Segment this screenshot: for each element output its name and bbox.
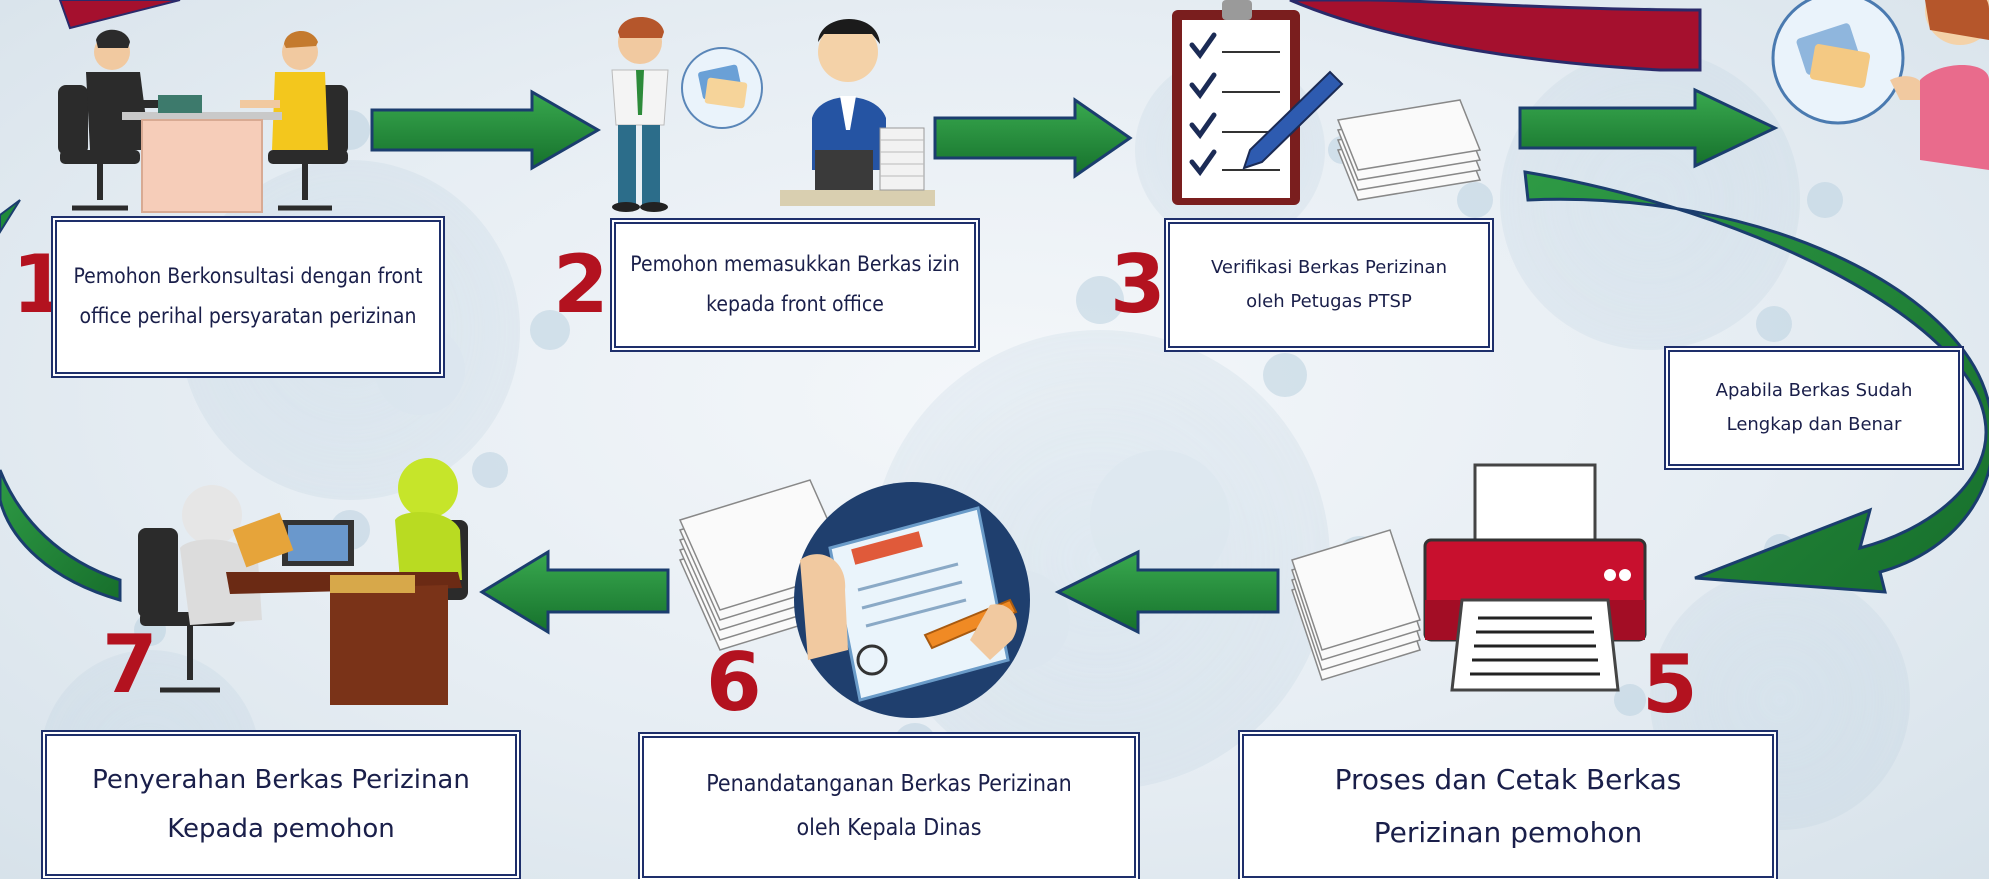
step-5-line2: Perizinan pemohon xyxy=(1373,816,1643,849)
step-3-box: Verifikasi Berkas Perizinan oleh Petugas… xyxy=(1168,222,1490,348)
step-number-3: 3 xyxy=(1110,238,1166,331)
step-number-7: 7 xyxy=(102,618,158,711)
checklist-clipboard-icon xyxy=(1172,0,1482,205)
step-3-line2: oleh Petugas PTSP xyxy=(1246,291,1412,312)
step-2-line2: kepada front office xyxy=(706,292,884,316)
step-1-box: Pemohon Berkonsultasi dengan front offic… xyxy=(55,220,441,374)
printer-icon xyxy=(1291,463,1647,692)
top-left-maroon-arrow xyxy=(58,0,181,30)
arrow-6-to-7 xyxy=(479,549,670,635)
step-7-line1: Penyerahan Berkas Perizinan xyxy=(92,764,470,795)
step-3-line1: Verifikasi Berkas Perizinan xyxy=(1210,256,1447,278)
step-number-6: 6 xyxy=(706,636,762,729)
step-1-line1: Pemohon Berkonsultasi dengan front xyxy=(73,264,423,289)
step-7-line2: Kepada pemohon xyxy=(167,814,395,844)
arrow-1-to-2 xyxy=(370,89,602,171)
step-5-box: Proses dan Cetak Berkas Perizinan pemoho… xyxy=(1242,734,1774,878)
step-2-box: Pemohon memasukkan Berkas izin kepada fr… xyxy=(614,222,976,348)
arrow-5-to-6 xyxy=(1054,549,1280,635)
condition-line2: Lengkap dan Benar xyxy=(1726,414,1902,435)
submit-documents-icon xyxy=(611,17,935,212)
arrow-2-to-3 xyxy=(933,97,1133,179)
right-green-curve-arrow xyxy=(1523,170,1989,594)
step-7-box: Penyerahan Berkas Perizinan Kepada pemoh… xyxy=(45,734,517,876)
step-5-line1: Proses dan Cetak Berkas xyxy=(1334,762,1682,796)
condition-box: Apabila Berkas Sudah Lengkap dan Benar xyxy=(1668,350,1960,466)
handover-desk-icon xyxy=(138,458,468,705)
arrow-3-to-4 xyxy=(1518,87,1779,169)
step-6-box: Penandatanganan Berkas Perizinan oleh Ke… xyxy=(642,736,1136,878)
step-6-line1: Penandatanganan Berkas Perizinan xyxy=(706,771,1072,798)
top-maroon-curve-arrow xyxy=(1289,0,1702,72)
payment-hand-icon xyxy=(1771,0,1989,170)
left-green-curve-arrow xyxy=(0,469,122,602)
consultation-desk-icon xyxy=(58,29,348,213)
condition-line1: Apabila Berkas Sudah xyxy=(1715,379,1913,401)
step-number-2: 2 xyxy=(553,238,609,331)
step-1-line2: office perihal persyaratan perizinan xyxy=(79,304,417,328)
step-6-line2: oleh Kepala Dinas xyxy=(796,815,982,841)
left-green-curve-arrowhead xyxy=(0,199,21,234)
step-number-5: 5 xyxy=(1642,638,1698,731)
step-2-line1: Pemohon memasukkan Berkas izin xyxy=(630,252,960,277)
signing-document-icon xyxy=(678,479,1030,718)
